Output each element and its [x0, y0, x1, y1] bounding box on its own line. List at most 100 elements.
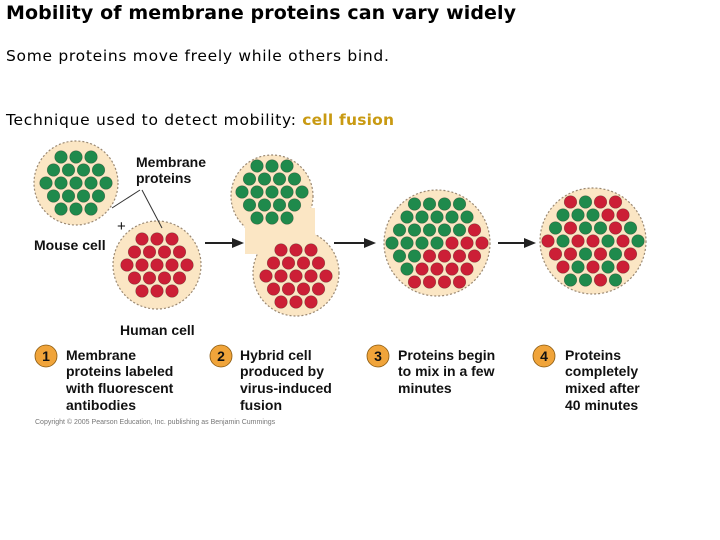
green-protein [608, 247, 623, 261]
green-protein [415, 236, 429, 250]
green-protein [571, 208, 585, 222]
green-protein [76, 189, 91, 203]
green-protein [578, 273, 593, 287]
step-4-number: 4 [540, 348, 548, 364]
red-protein [586, 260, 600, 274]
red-protein [304, 295, 318, 309]
green-protein [437, 223, 452, 237]
red-protein [452, 275, 467, 289]
green-protein [422, 197, 437, 211]
mouse-cell-label: Mouse cell [34, 237, 106, 253]
green-protein [265, 211, 279, 225]
red-protein [593, 273, 608, 287]
green-protein [422, 223, 437, 237]
step-1: 1 Membrane proteins labeled with fluores… [34, 344, 174, 413]
red-protein [281, 282, 296, 296]
red-protein [157, 245, 172, 259]
red-protein [601, 208, 615, 222]
green-protein [452, 223, 467, 237]
green-protein [400, 236, 414, 250]
red-protein [616, 208, 630, 222]
step-3-line-3: minutes [398, 380, 452, 396]
green-protein [242, 172, 257, 186]
red-protein [274, 243, 288, 257]
green-protein [280, 159, 294, 173]
green-protein [61, 163, 76, 177]
red-protein [289, 295, 303, 309]
technique-prefix: Technique used to detect mobility: [6, 111, 303, 129]
green-protein [400, 210, 414, 224]
red-protein [289, 269, 303, 283]
red-protein [180, 258, 194, 272]
red-protein [548, 247, 563, 261]
step-3: 3 Proteins begin to mix in a few minutes [366, 344, 495, 396]
step-2-badge [209, 344, 233, 368]
red-protein [135, 232, 149, 246]
green-protein [407, 197, 422, 211]
pointer-line-human [141, 189, 163, 229]
green-protein [39, 176, 53, 190]
red-protein [296, 256, 311, 270]
step-3-number: 3 [374, 348, 382, 364]
step-2-line-2: produced by [240, 363, 324, 379]
membrane-proteins-label-line2: proteins [136, 170, 191, 186]
hybrid-cell-proteins [235, 159, 333, 309]
red-protein [593, 195, 608, 209]
green-protein [272, 172, 287, 186]
technique-line: Technique used to detect mobility: cell … [6, 111, 394, 129]
arrow-1 [205, 238, 244, 248]
step-1-badge [34, 344, 58, 368]
green-protein [257, 172, 272, 186]
green-protein [287, 198, 302, 212]
red-protein [415, 262, 429, 276]
red-protein [586, 234, 600, 248]
red-protein [172, 245, 187, 259]
green-protein [287, 172, 302, 186]
step-2: 2 Hybrid cell produced by virus-induced … [209, 344, 332, 413]
green-protein [272, 198, 287, 212]
red-protein [467, 223, 482, 237]
copyright-text: Copyright © 2005 Pearson Education, Inc.… [35, 418, 276, 426]
red-protein [311, 256, 326, 270]
green-protein [61, 189, 76, 203]
green-protein [250, 159, 264, 173]
green-protein [460, 210, 474, 224]
red-protein [460, 236, 474, 250]
slide-subtitle: Some proteins move freely while others b… [6, 47, 390, 65]
green-protein [578, 221, 593, 235]
green-protein [415, 210, 429, 224]
green-protein [392, 223, 407, 237]
red-protein [460, 262, 474, 276]
green-protein [578, 195, 593, 209]
mixed-cell-proteins [541, 195, 645, 287]
green-protein [631, 234, 645, 248]
step-2-line-1: Hybrid cell [240, 347, 312, 363]
step-1-line-3: with fluorescent [65, 380, 174, 396]
red-protein [135, 258, 149, 272]
green-protein [430, 210, 444, 224]
green-protein [601, 260, 615, 274]
green-protein [84, 176, 98, 190]
red-protein [127, 271, 142, 285]
green-protein [563, 273, 578, 287]
green-protein [54, 202, 68, 216]
green-protein [392, 249, 407, 263]
mouse-cell-proteins [39, 150, 113, 216]
step-3-line-1: Proteins begin [398, 347, 495, 363]
green-protein [250, 185, 264, 199]
green-protein [578, 247, 593, 261]
step-3-line-2: to mix in a few [398, 363, 495, 379]
green-protein [54, 150, 68, 164]
green-protein [445, 210, 459, 224]
red-protein [445, 262, 459, 276]
red-protein [467, 249, 482, 263]
step-1-line-2: proteins labeled [66, 363, 173, 379]
red-protein [281, 256, 296, 270]
green-protein [437, 197, 452, 211]
red-protein [266, 282, 281, 296]
red-protein [150, 232, 164, 246]
green-protein [250, 211, 264, 225]
red-protein [259, 269, 273, 283]
cell-fusion-figure: Membrane proteins + Mouse cell Human cel… [33, 140, 647, 426]
green-protein [265, 185, 279, 199]
